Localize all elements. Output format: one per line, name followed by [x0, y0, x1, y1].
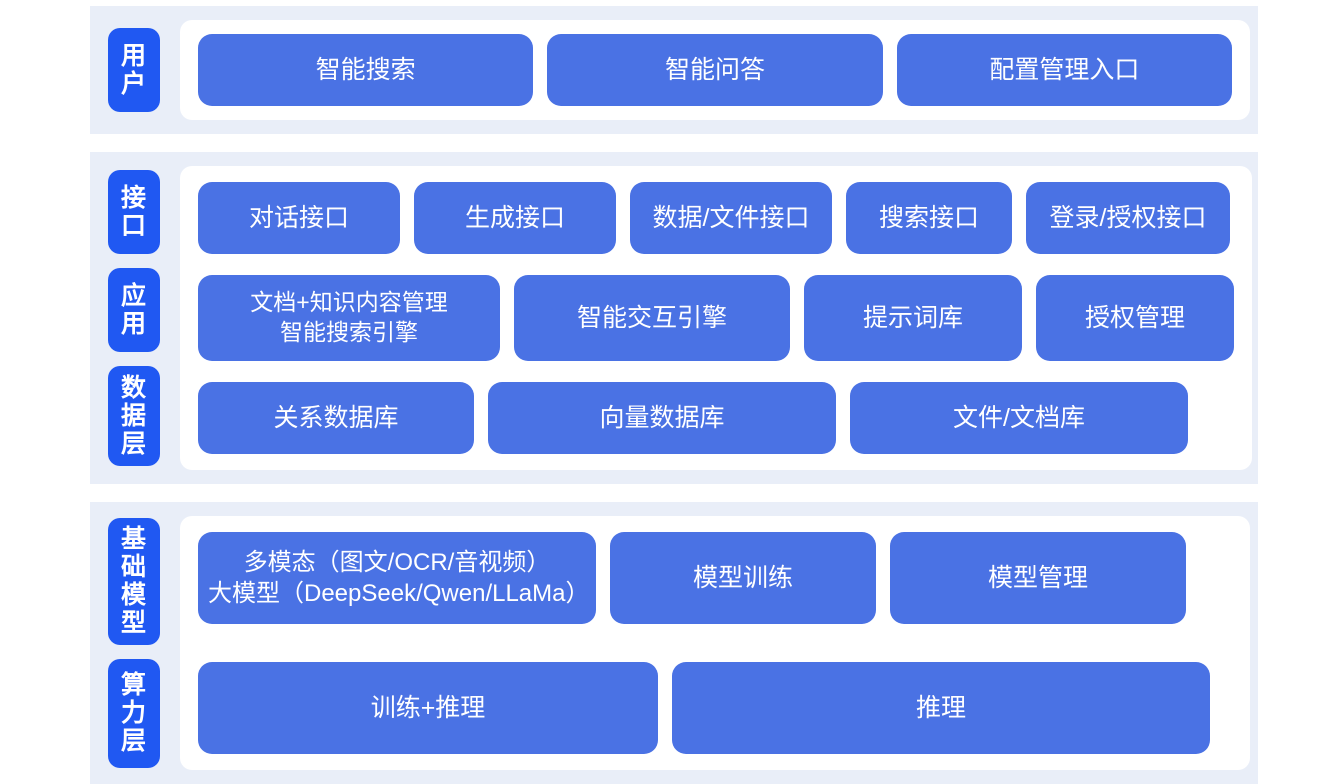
box-prompt-library[interactable]: 提示词库 — [804, 275, 1022, 361]
box-file-document-store[interactable]: 文件/文档库 — [850, 382, 1188, 454]
box-relational-database[interactable]: 关系数据库 — [198, 382, 474, 454]
box-authorization-management[interactable]: 授权管理 — [1036, 275, 1234, 361]
box-data-file-api[interactable]: 数据/文件接口 — [630, 182, 832, 254]
rail-label-interface: 接口 — [108, 170, 160, 255]
panel-platform: 对话接口 生成接口 数据/文件接口 搜索接口 登录/授权接口 文档+知识内容管理… — [180, 166, 1252, 470]
box-dialog-api[interactable]: 对话接口 — [198, 182, 400, 254]
row-interface: 对话接口 生成接口 数据/文件接口 搜索接口 登录/授权接口 — [198, 182, 1234, 254]
row-compute-layer: 训练+推理 推理 — [198, 662, 1232, 754]
panel-user: 智能搜索 智能问答 配置管理入口 — [180, 20, 1250, 120]
rail-infrastructure: 基础模型 算力层 — [90, 502, 180, 784]
rail-label-data-layer: 数据层 — [108, 366, 160, 466]
box-inference[interactable]: 推理 — [672, 662, 1210, 754]
box-training-plus-inference[interactable]: 训练+推理 — [198, 662, 658, 754]
row-foundation-model: 多模态（图文/OCR/音视频） 大模型（DeepSeek/Qwen/LLaMa）… — [198, 532, 1232, 624]
rail-user: 用户 — [90, 6, 180, 134]
box-model-management[interactable]: 模型管理 — [890, 532, 1186, 624]
box-login-auth-api[interactable]: 登录/授权接口 — [1026, 182, 1230, 254]
section-infrastructure: 基础模型 算力层 多模态（图文/OCR/音视频） 大模型（DeepSeek/Qw… — [90, 502, 1258, 784]
row-data-layer: 关系数据库 向量数据库 文件/文档库 — [198, 382, 1234, 454]
box-config-management-entry[interactable]: 配置管理入口 — [896, 34, 1232, 106]
rail-label-application: 应用 — [108, 268, 160, 353]
panel-infrastructure: 多模态（图文/OCR/音视频） 大模型（DeepSeek/Qwen/LLaMa）… — [180, 516, 1250, 770]
section-user: 用户 智能搜索 智能问答 配置管理入口 — [90, 6, 1258, 134]
box-multimodal-large-model[interactable]: 多模态（图文/OCR/音视频） 大模型（DeepSeek/Qwen/LLaMa） — [198, 532, 596, 624]
box-model-training[interactable]: 模型训练 — [610, 532, 876, 624]
rail-label-foundation-model: 基础模型 — [108, 518, 160, 645]
row-application: 文档+知识内容管理 智能搜索引擎 智能交互引擎 提示词库 授权管理 — [198, 275, 1234, 361]
box-vector-database[interactable]: 向量数据库 — [488, 382, 836, 454]
box-smart-interaction-engine[interactable]: 智能交互引擎 — [514, 275, 790, 361]
box-document-knowledge-management[interactable]: 文档+知识内容管理 智能搜索引擎 — [198, 275, 500, 361]
row-user-entries: 智能搜索 智能问答 配置管理入口 — [198, 34, 1232, 106]
box-smart-qa[interactable]: 智能问答 — [547, 34, 883, 106]
rail-label-compute-layer: 算力层 — [108, 658, 160, 768]
box-generation-api[interactable]: 生成接口 — [414, 182, 616, 254]
box-smart-search[interactable]: 智能搜索 — [198, 34, 534, 106]
rail-label-user: 用户 — [108, 28, 160, 112]
rail-platform: 接口 应用 数据层 — [90, 152, 180, 484]
box-search-api[interactable]: 搜索接口 — [846, 182, 1012, 254]
section-platform: 接口 应用 数据层 对话接口 生成接口 数据/文件接口 搜索接口 登录/授权接口… — [90, 152, 1258, 484]
